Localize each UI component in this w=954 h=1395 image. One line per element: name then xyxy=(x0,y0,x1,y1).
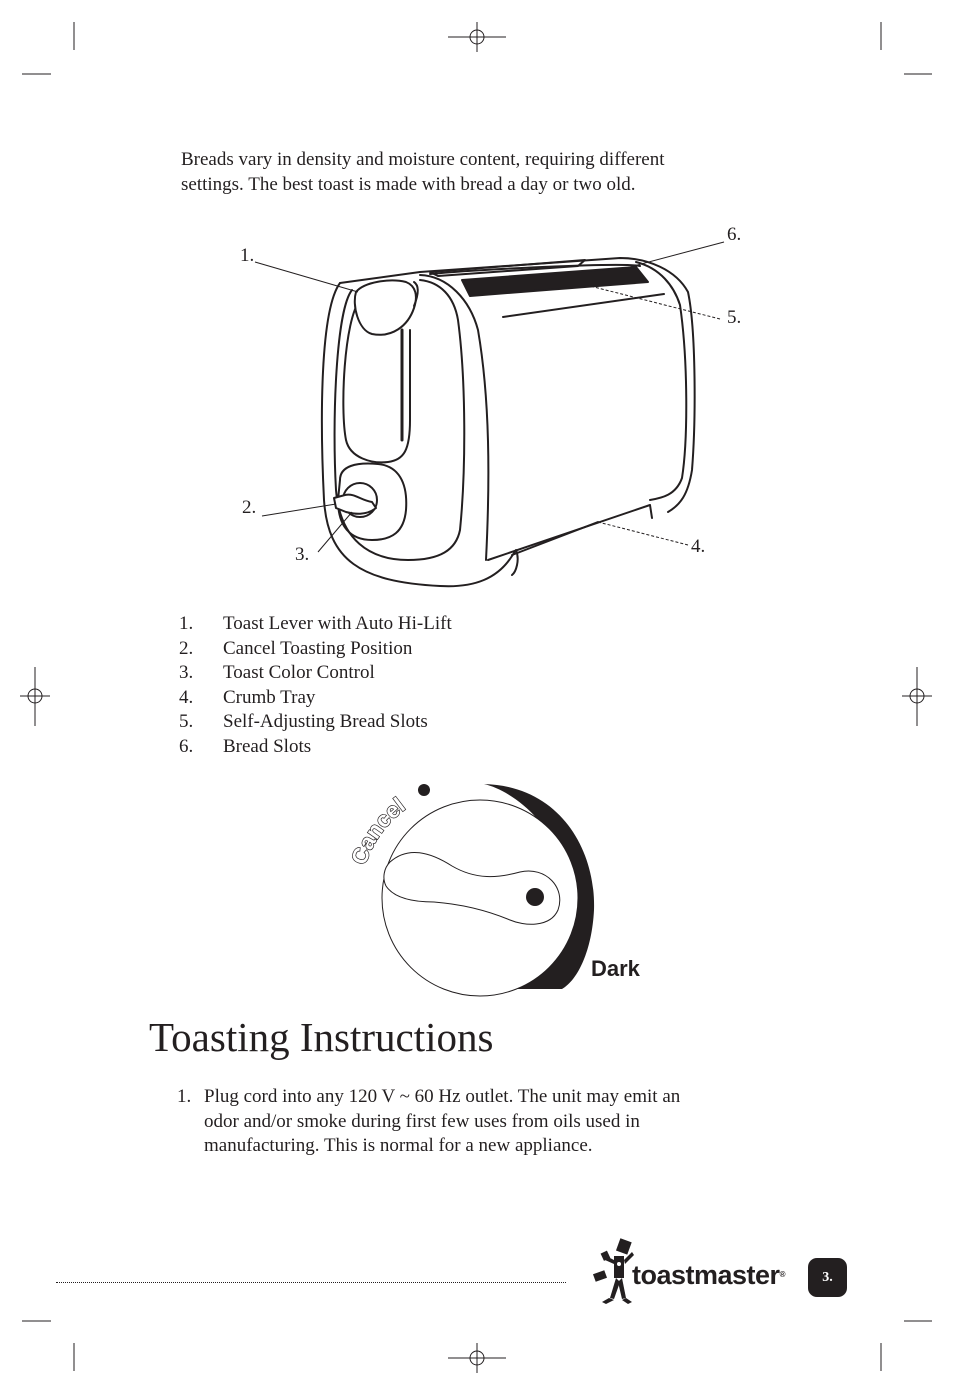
parts-list-item: 6.Bread Slots xyxy=(179,735,312,757)
callout-6: 6. xyxy=(727,224,742,245)
callout-3: 3. xyxy=(295,544,310,565)
callout-5: 5. xyxy=(727,307,742,328)
dial-knob xyxy=(383,851,561,925)
footer-rule xyxy=(56,1282,566,1283)
toaster-illustration xyxy=(254,241,725,588)
toastmaster-logo-text: toastmaster® xyxy=(632,1260,786,1290)
dial-indicator-dot xyxy=(526,888,544,906)
callout-1: 1. xyxy=(240,245,255,266)
page-number: 3. xyxy=(808,1258,847,1297)
cancel-dot xyxy=(418,784,430,796)
intro-line-2: settings. The best toast is made with br… xyxy=(181,173,636,195)
instruction-line: odor and/or smoke during first few uses … xyxy=(204,1110,640,1132)
intro-line-1: Breads vary in density and moisture cont… xyxy=(181,149,665,170)
parts-list-item: 1.Toast Lever with Auto Hi-Lift xyxy=(179,613,452,634)
instruction-step: 1. Plug cord into any 120 V ~ 60 Hz outl… xyxy=(177,1085,777,1159)
callout-4: 4. xyxy=(691,536,706,557)
toast-color-dial: Cancel Dark xyxy=(345,784,641,997)
parts-list-item: 5.Self-Adjusting Bread Slots xyxy=(179,711,428,733)
instruction-line: manufacturing. This is normal for a new … xyxy=(204,1135,593,1156)
parts-list-item: 4.Crumb Tray xyxy=(179,686,316,708)
callout-2: 2. xyxy=(242,497,257,518)
section-title: Toasting Instructions xyxy=(149,1014,494,1060)
intro-paragraph: Breads vary in density and moisture cont… xyxy=(181,148,781,197)
parts-list-item: 2.Cancel Toasting Position xyxy=(179,637,413,659)
parts-list-item: 3.Toast Color Control xyxy=(179,662,375,684)
instructions-list: 1. Plug cord into any 120 V ~ 60 Hz outl… xyxy=(177,1085,777,1159)
toastmaster-logo-mascot xyxy=(592,1238,634,1304)
parts-list: 1.Toast Lever with Auto Hi-Lift 2.Cancel… xyxy=(179,612,452,760)
dial-label-dark: Dark xyxy=(591,956,641,981)
instruction-line: Plug cord into any 120 V ~ 60 Hz outlet.… xyxy=(204,1086,681,1107)
